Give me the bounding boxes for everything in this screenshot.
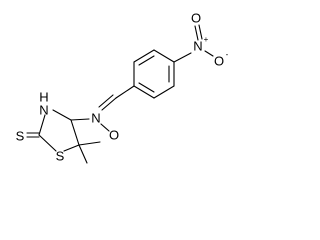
molecule-drawing: N + O O - N O H N S S: [16, 11, 229, 164]
bond-ring-ch: [115, 85, 135, 99]
bond-n-o-top-2: [198, 24, 203, 40]
bond-ring-5: [133, 85, 155, 99]
ring-n-label: N: [39, 103, 48, 118]
bond-c2-s1: [38, 134, 57, 152]
thione-s-label: S: [16, 129, 25, 144]
imine-linker: [98, 85, 135, 111]
nitrone-o-label: O: [109, 128, 119, 143]
nitro-n-label: N: [193, 39, 202, 54]
bond-ring-inner-1: [138, 55, 155, 66]
bond-n-o-nitrone: [100, 123, 110, 132]
bond-ring-inner-3: [138, 82, 155, 93]
bond-methyl-1: [78, 141, 101, 146]
thiazolidine-ring: H N S S: [16, 90, 101, 164]
bond-c4-n3: [52, 109, 72, 121]
bond-n-c4: [70, 118, 90, 121]
nitro-o-bottom-label: O: [214, 54, 224, 69]
bond-n-o-bottom: [204, 50, 214, 57]
bond-c5-c4: [70, 119, 80, 146]
nitrone-group: N O: [91, 111, 119, 143]
bond-n-o-top-1: [194, 25, 199, 41]
nitro-group: N + O O -: [173, 11, 229, 69]
ring-s-label: S: [56, 149, 65, 164]
nitro-n-charge: +: [204, 35, 209, 44]
bond-s1-c5: [63, 144, 80, 152]
benzene-ring: [133, 49, 175, 99]
bond-n3-c2: [38, 114, 46, 136]
bond-ch-n-1: [101, 97, 117, 111]
bond-methyl-2: [78, 144, 88, 164]
ring-nh-h-label: H: [39, 90, 48, 105]
chemical-structure: N + O O - N O H N S S: [16, 11, 229, 164]
nitro-o-bottom-charge: -: [226, 50, 229, 59]
bond-ring-1: [133, 49, 155, 63]
bond-ring-4: [153, 85, 175, 99]
bond-aryl-nitro: [173, 52, 192, 63]
bond-ch-n-2: [98, 94, 114, 108]
nitro-o-top-label: O: [191, 11, 201, 26]
bond-ring-2: [153, 49, 175, 63]
nitrone-n-label: N: [91, 111, 100, 126]
